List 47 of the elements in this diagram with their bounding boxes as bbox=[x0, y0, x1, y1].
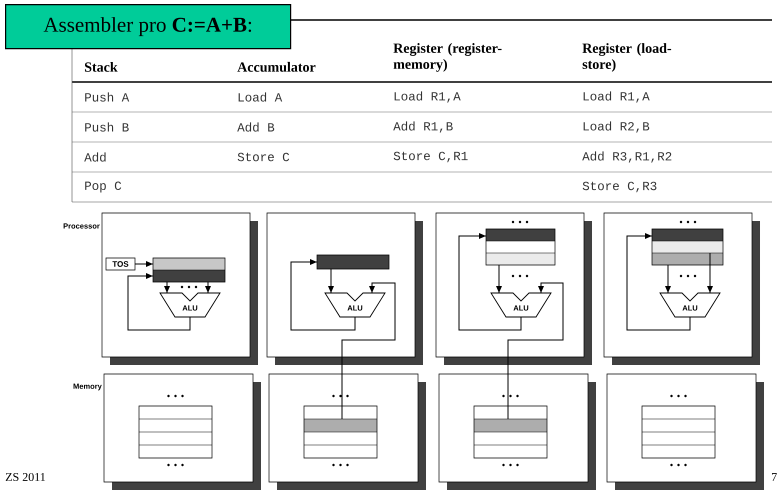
table-header: Register (register-memory) bbox=[393, 43, 502, 72]
arrow bbox=[342, 282, 396, 420]
arrow bbox=[164, 282, 170, 294]
memory-panel bbox=[104, 374, 261, 490]
table-cell: Add R1,B bbox=[393, 121, 453, 133]
register-stack bbox=[152, 258, 226, 282]
arrow bbox=[290, 259, 356, 330]
table-cell: Load R2,B bbox=[584, 121, 650, 133]
table-cell: Store C bbox=[238, 152, 290, 162]
arrow bbox=[205, 282, 211, 294]
arrow bbox=[458, 233, 522, 330]
table-cell: Add B bbox=[237, 122, 274, 132]
table-cell: Add bbox=[84, 152, 106, 162]
footer-text: ZS 2011 bbox=[6, 472, 46, 482]
arrow bbox=[134, 261, 154, 267]
register-stack bbox=[652, 228, 724, 266]
arrow bbox=[328, 268, 334, 294]
table-cell: Load R1,A bbox=[584, 91, 650, 103]
title-box: Assembler pro C:=A+B: bbox=[5, 4, 292, 50]
table-cell: Pop C bbox=[85, 182, 122, 192]
memory-cells bbox=[138, 406, 212, 458]
table-cell: Load A bbox=[238, 92, 282, 102]
arrow bbox=[626, 233, 690, 330]
register-stack bbox=[486, 228, 556, 266]
memory-cells bbox=[474, 406, 548, 458]
arrow bbox=[707, 252, 713, 294]
page-number: 7 bbox=[772, 473, 777, 481]
memory-cells bbox=[642, 406, 716, 458]
table-cell: Push A bbox=[85, 92, 130, 102]
memory-panel bbox=[438, 374, 596, 490]
arrow bbox=[496, 264, 502, 294]
table-header: Stack bbox=[84, 62, 118, 72]
arrow bbox=[128, 273, 190, 330]
table-cell: Store C,R3 bbox=[582, 182, 656, 192]
memory-panel bbox=[606, 374, 764, 490]
memory-panel bbox=[268, 374, 426, 490]
table-header: Register (load-store) bbox=[582, 43, 672, 72]
register-stack bbox=[316, 254, 390, 270]
table-cell: Push B bbox=[85, 122, 129, 132]
arrow bbox=[508, 282, 564, 420]
table-header: Accumulator bbox=[237, 62, 316, 72]
table-cell: Store C,R1 bbox=[394, 152, 468, 162]
label-box: TOS bbox=[106, 258, 136, 270]
table-cell: Add R3,R1,R2 bbox=[582, 151, 672, 163]
table-cell: Load R1,A bbox=[394, 91, 461, 103]
memory-cells bbox=[304, 406, 378, 458]
arrow bbox=[665, 264, 671, 294]
